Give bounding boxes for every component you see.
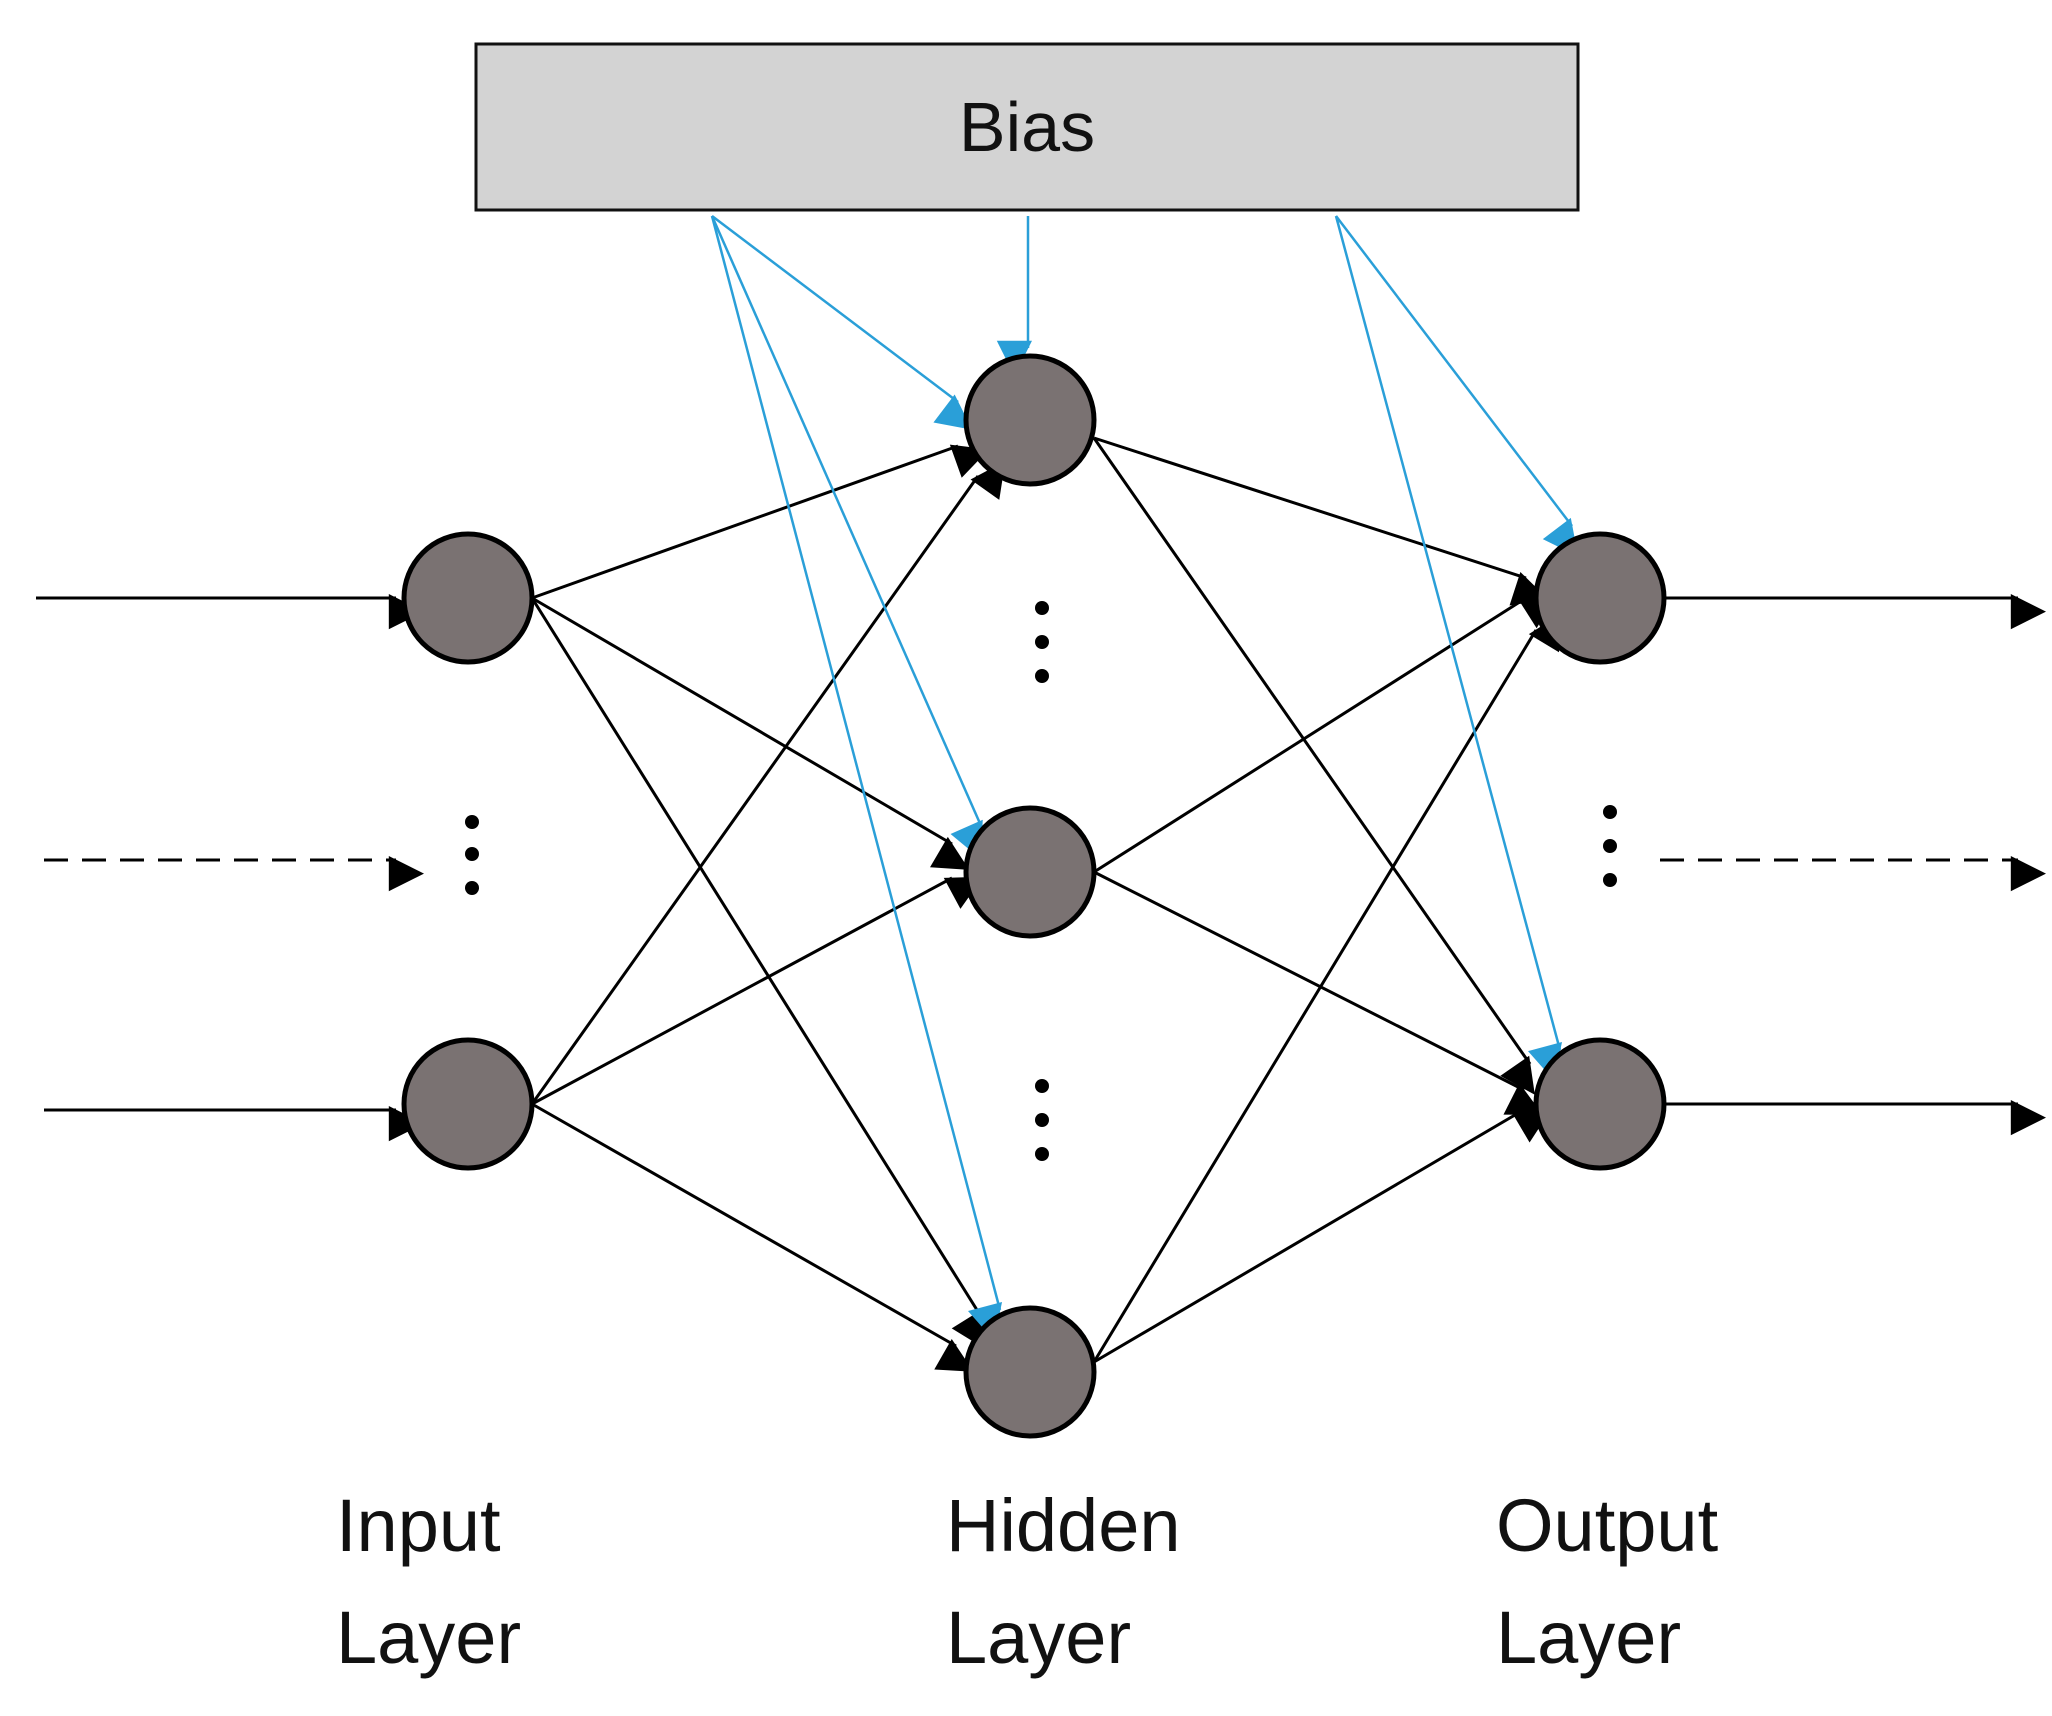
- edge-h1-o1: [1093, 436, 1549, 606]
- edge-i1-h3: [530, 597, 986, 1349]
- input-ellipsis: [465, 815, 479, 895]
- edge-i2-h1: [530, 461, 1006, 1105]
- hidden-ellipsis-upper: [1035, 601, 1049, 683]
- edge-i2-h3: [531, 1102, 974, 1372]
- output-layer-label: Output Layer: [1496, 1470, 1718, 1694]
- edge-i1-h1: [531, 444, 989, 600]
- input-node: [401, 1037, 535, 1171]
- hidden-node: [963, 805, 1097, 939]
- output-node: [1533, 531, 1667, 665]
- input-node: [401, 531, 535, 665]
- hidden-ellipsis-lower: [1035, 1079, 1049, 1161]
- output-arrows: [1660, 594, 2047, 1136]
- edge-h1-o2: [1092, 437, 1535, 1095]
- input-layer-label: Input Layer: [336, 1470, 521, 1694]
- output-layer-label-line1: Output: [1496, 1484, 1719, 1567]
- hidden-layer-label-line2: Layer: [946, 1596, 1132, 1679]
- bias-box: [474, 42, 1580, 212]
- bias-edge-h2: [710, 215, 984, 860]
- input-layer-label-line2: Layer: [336, 1596, 522, 1679]
- input-nodes: [401, 531, 535, 1171]
- bias-edge-h1-a: [711, 215, 973, 430]
- output-node: [1533, 1037, 1667, 1171]
- hidden-layer-label-line1: Hidden: [946, 1484, 1181, 1567]
- input-hidden-edges: [530, 444, 1006, 1372]
- output-layer-label-line2: Layer: [1496, 1596, 1682, 1679]
- bias-edges: [710, 215, 1579, 1341]
- hidden-output-edges: [1092, 436, 1563, 1364]
- hidden-nodes: [963, 353, 1097, 1439]
- edge-h2-o2: [1093, 870, 1543, 1115]
- hidden-node: [963, 353, 1097, 487]
- bias-edge-o2: [1334, 215, 1562, 1081]
- edge-h3-o1: [1092, 613, 1563, 1363]
- input-layer-label-line1: Input: [336, 1484, 501, 1567]
- edge-h3-o2: [1093, 1109, 1552, 1364]
- output-nodes: [1533, 531, 1667, 1171]
- bias-edge-o1: [1335, 215, 1579, 557]
- edge-i1-h2: [531, 596, 970, 870]
- hidden-node: [963, 1305, 1097, 1439]
- edge-h2-o1: [1093, 594, 1557, 874]
- bias-label: Bias: [958, 88, 1096, 166]
- bias-edge-h3: [710, 215, 1003, 1341]
- edge-i2-h2: [531, 876, 984, 1106]
- input-arrows: [36, 594, 425, 1142]
- hidden-layer-label: Hidden Layer: [946, 1470, 1181, 1694]
- output-ellipsis: [1603, 805, 1617, 887]
